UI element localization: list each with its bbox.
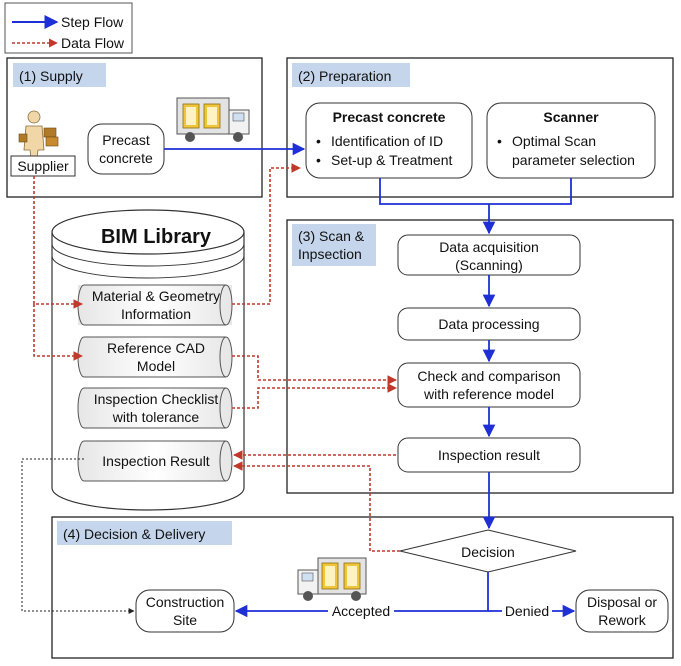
decision-title: (4) Decision & Delivery	[63, 526, 205, 542]
data-flow-supplier-to-cad	[33, 304, 83, 361]
supplier-person-icon	[18, 110, 59, 159]
supply-title: (1) Supply	[19, 68, 83, 84]
scan-step-check-line1: Check and comparison	[417, 368, 560, 384]
accepted-label: Accepted	[332, 603, 390, 619]
supplier-label-box	[10, 155, 76, 177]
prep-precast-heading: Precast concrete	[333, 109, 446, 125]
bim-item-checklist	[77, 387, 233, 429]
data-flow-decision-to-library	[233, 461, 400, 552]
bim-item-material	[77, 284, 233, 326]
prep-precast-bullet1: •	[316, 133, 321, 149]
data-flow-material-to-prep	[232, 163, 301, 305]
disposal-box	[575, 589, 669, 633]
bim-library-title: BIM Library	[101, 226, 212, 248]
scan-step-acquisition-line1: Data acquisition	[439, 239, 539, 255]
supply-section	[6, 57, 263, 198]
prep-scanner-item1-line1: Optimal Scan	[512, 133, 596, 149]
supply-precast-line1: Precast	[102, 132, 150, 148]
prep-scanner-heading: Scanner	[543, 109, 599, 125]
denied-label: Denied	[505, 603, 549, 619]
construction-site-line2: Site	[173, 612, 197, 628]
scan-step-acquisition-line2: (Scanning)	[455, 257, 523, 273]
prep-scanner-bullet1: •	[497, 133, 502, 149]
denied-label-bg	[502, 602, 552, 620]
prep-scanner-item1-line2: parameter selection	[512, 152, 635, 168]
prep-precast-item2: Set-up & Treatment	[331, 152, 453, 168]
preparation-section	[286, 57, 674, 198]
step-flow-prep-scanner-down	[489, 178, 572, 205]
prep-precast-item1: Identification of ID	[331, 133, 443, 149]
info-flow-result-to-site	[21, 458, 135, 614]
scan-step-processing-line1: Data processing	[438, 316, 539, 332]
delivery-truck-bottom-icon	[297, 557, 367, 601]
construction-site-line1: Construction	[146, 594, 225, 610]
scan-step-check-line2: with reference model	[423, 386, 554, 402]
scan-title-line1: (3) Scan &	[298, 228, 365, 244]
decision-section	[51, 516, 674, 659]
delivery-truck-icon	[176, 97, 250, 142]
legend-box	[4, 2, 133, 54]
scan-title-bg	[292, 224, 376, 266]
supply-title-bg	[13, 63, 106, 87]
legend: Step Flow Data Flow	[4, 2, 133, 54]
scan-section	[286, 219, 674, 494]
accepted-label-bg	[328, 602, 394, 620]
bim-item-reference-cad	[77, 336, 233, 378]
bim-item-inspection-result	[77, 440, 233, 482]
preparation-title-bg	[292, 63, 410, 87]
legend-data-flow-label: Data Flow	[61, 35, 125, 51]
legend-step-flow-label: Step Flow	[61, 14, 124, 30]
bim-item-cad-line2: Model	[137, 358, 175, 374]
prep-precast-bullet2: •	[316, 152, 321, 168]
supply-precast-line2: concrete	[99, 150, 153, 166]
disposal-line1: Disposal or	[587, 594, 657, 610]
bim-item-checklist-line1: Inspection Checklist	[94, 391, 219, 407]
prep-precast-box	[305, 102, 473, 179]
scan-step-result-line1: Inspection result	[438, 447, 540, 463]
supplier-label: Supplier	[17, 158, 69, 174]
scan-title-line2: Inpsection	[298, 246, 362, 262]
preparation-title: (2) Preparation	[298, 68, 391, 84]
construction-site-box	[135, 589, 235, 633]
data-flow-checklist-to-check	[232, 383, 397, 409]
step-flow-prep-precast-down	[379, 178, 489, 205]
data-flow-cad-to-check	[232, 355, 397, 385]
decision-label: Decision	[461, 544, 515, 560]
decision-title-bg	[57, 521, 232, 545]
bim-item-material-line1: Material & Geometry	[92, 288, 220, 304]
bim-item-material-line2: Information	[121, 306, 191, 322]
bim-item-result-line1: Inspection Result	[102, 453, 210, 469]
bim-item-cad-line1: Reference CAD	[107, 340, 205, 356]
disposal-line2: Rework	[598, 612, 646, 628]
bim-item-checklist-line2: with tolerance	[112, 409, 200, 425]
